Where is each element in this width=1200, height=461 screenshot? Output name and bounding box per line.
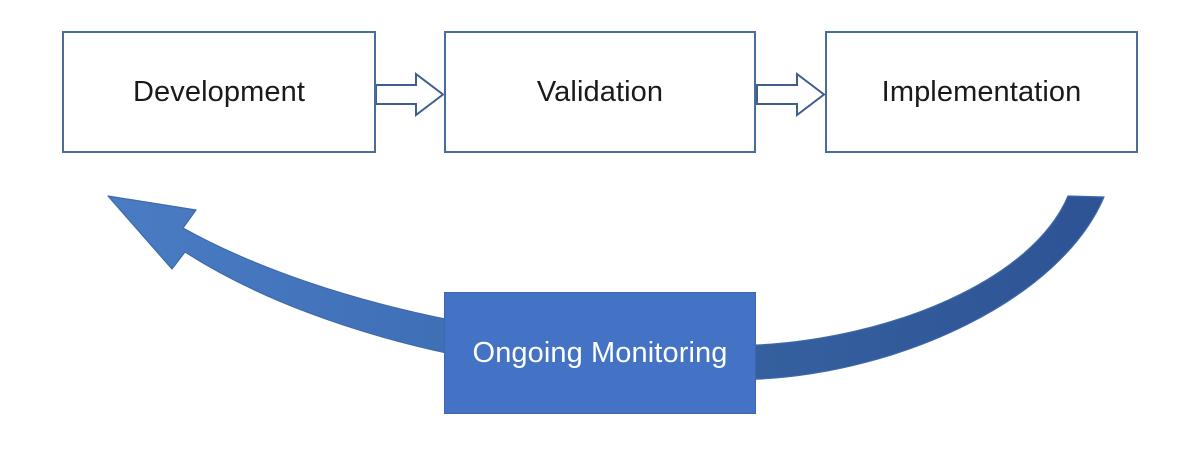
stage-label-implementation: Implementation <box>881 75 1082 108</box>
stage-box-validation[interactable]: Validation <box>444 31 756 153</box>
stage-label-development: Development <box>133 75 305 108</box>
arrow-validation-to-implementation <box>756 71 826 118</box>
stage-box-development[interactable]: Development <box>62 31 376 153</box>
arrow-development-to-validation <box>375 71 445 118</box>
stage-box-ongoing-monitoring[interactable]: Ongoing Monitoring <box>444 292 756 414</box>
stage-box-implementation[interactable]: Implementation <box>825 31 1138 153</box>
stage-label-ongoing-monitoring: Ongoing Monitoring <box>472 336 728 369</box>
arrow-implementation-to-development <box>107 195 1105 381</box>
stage-label-validation: Validation <box>536 75 664 108</box>
